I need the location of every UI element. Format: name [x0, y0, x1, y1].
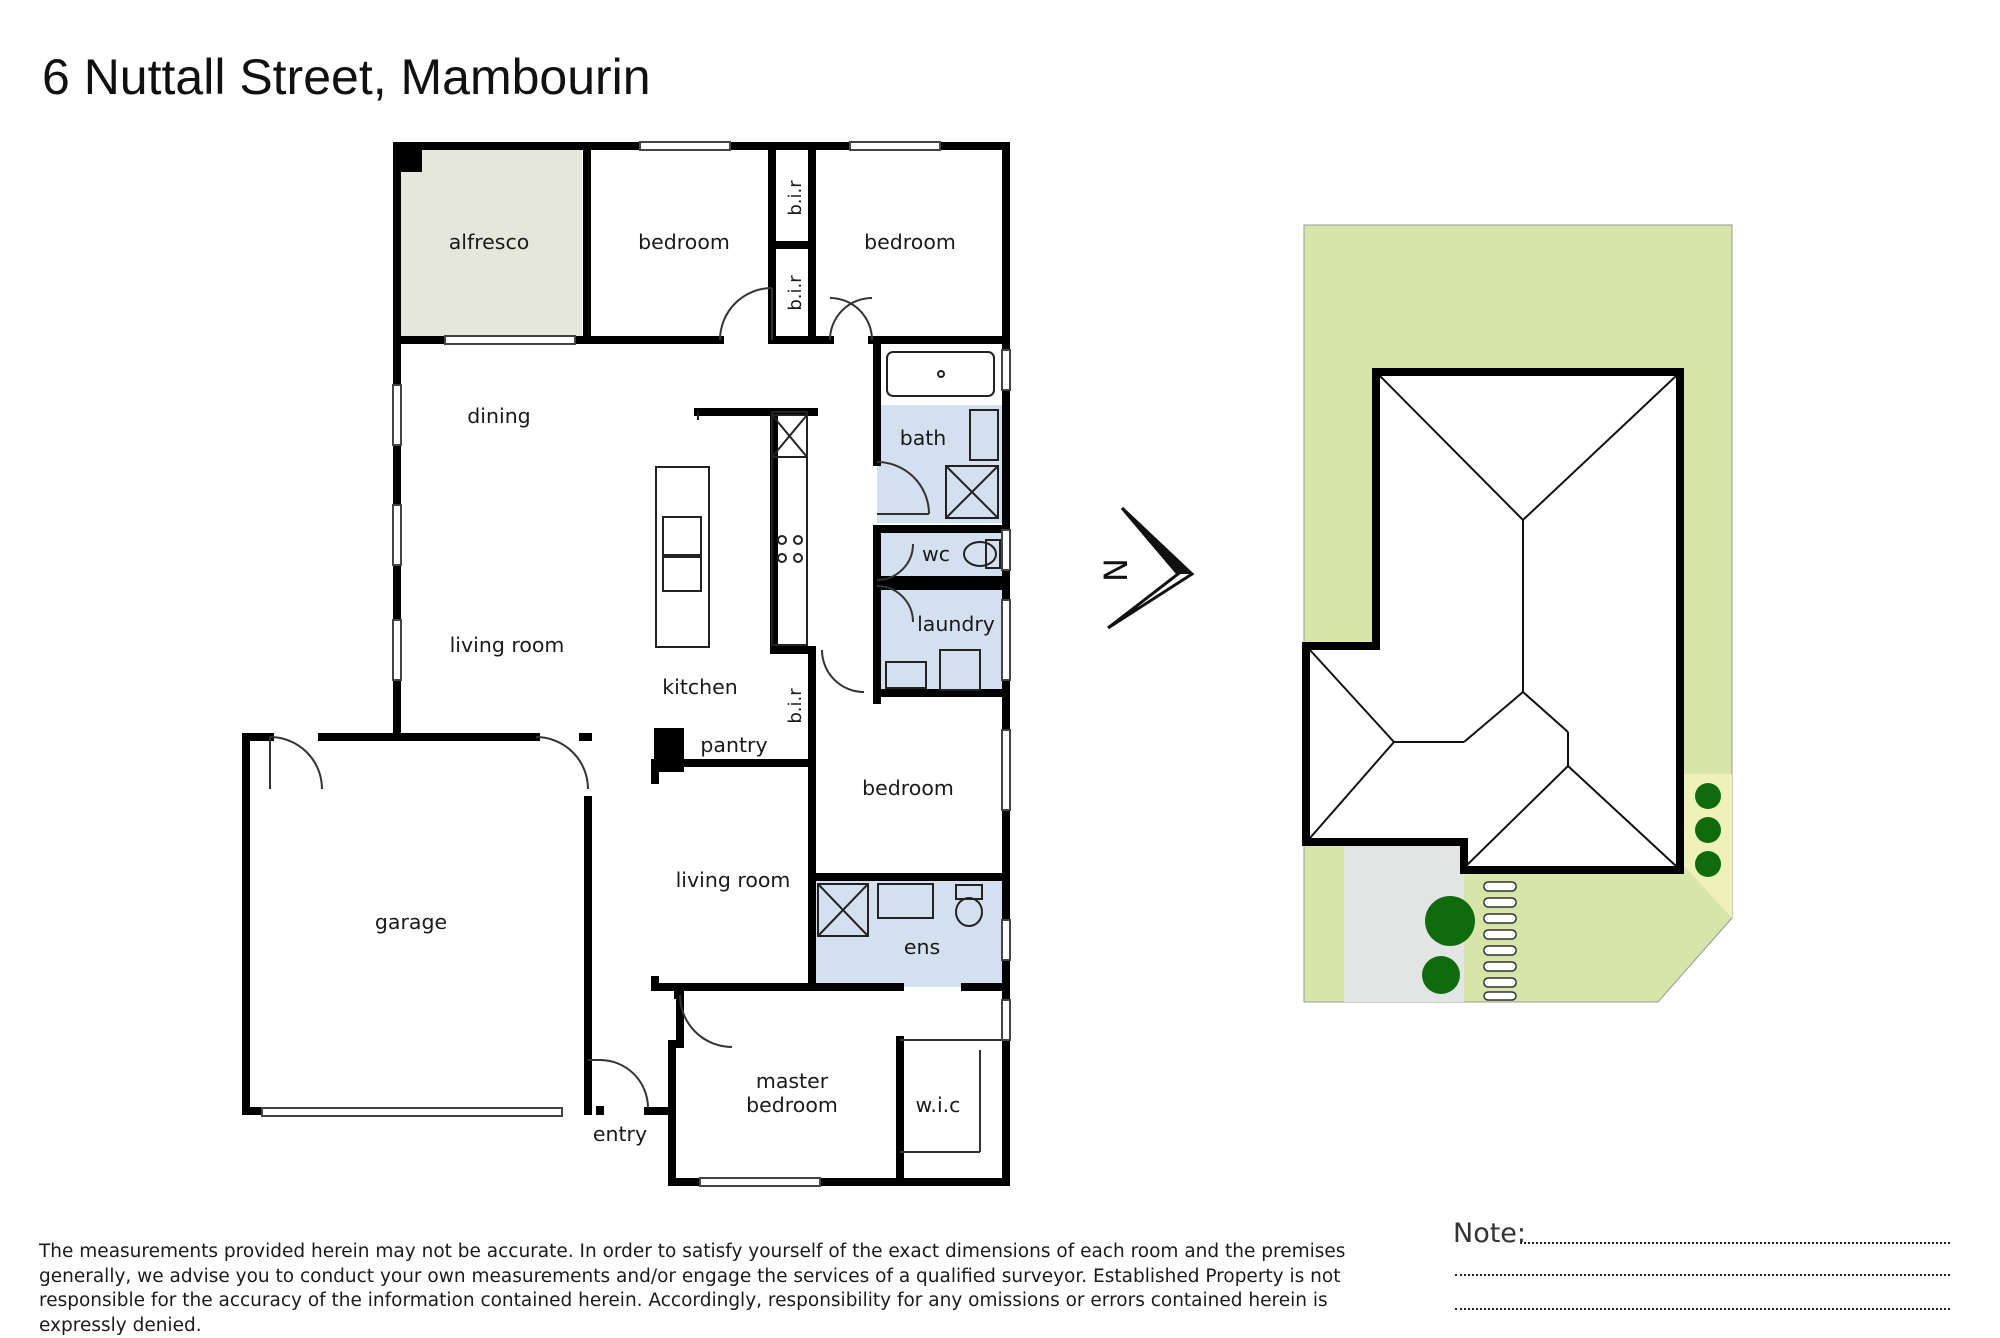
- compass-north-label: N: [1097, 558, 1135, 582]
- room-label-pantry: pantry: [700, 733, 767, 757]
- room-label-bir-2: b.i.r: [785, 275, 806, 311]
- room-label-master-line1: master: [756, 1069, 829, 1093]
- alfresco-post: [397, 146, 422, 172]
- note-line-1: [1520, 1242, 1950, 1244]
- ens-fill: [814, 881, 1002, 987]
- room-label-wc: wc: [922, 542, 950, 566]
- page-title: 6 Nuttall Street, Mambourin: [42, 49, 651, 105]
- room-label-bir-3: b.i.r: [785, 688, 806, 724]
- room-label-bedroom-3: bedroom: [862, 776, 954, 800]
- tree-icon: [1422, 956, 1460, 994]
- kitchen-fixtures: [655, 411, 808, 648]
- room-label-kitchen: kitchen: [662, 675, 737, 699]
- disclaimer-text: The measurements provided herein may not…: [39, 1241, 1346, 1336]
- tree-icon: [1695, 783, 1721, 809]
- tree-icon: [1425, 896, 1475, 946]
- room-label-living-room-2: living room: [676, 868, 791, 892]
- room-label-bath: bath: [900, 426, 947, 450]
- roof-lines: [1309, 375, 1677, 867]
- windows: [261, 141, 1011, 1187]
- wc-fill: [877, 529, 1002, 580]
- room-label-laundry: laundry: [917, 612, 995, 636]
- stepping-stones: [1483, 881, 1517, 1001]
- room-label-bir-1: b.i.r: [785, 180, 806, 216]
- tree-icon: [1695, 851, 1721, 877]
- note-line-3: [1455, 1308, 1950, 1310]
- alfresco-fill: [397, 146, 582, 340]
- room-label-bedroom-2: bedroom: [864, 230, 956, 254]
- tree-icon: [1695, 817, 1721, 843]
- room-label-alfresco: alfresco: [449, 230, 530, 254]
- room-label-bedroom-1: bedroom: [638, 230, 730, 254]
- pantry-block: [654, 728, 684, 772]
- wet-area-fixtures: [817, 351, 1001, 937]
- room-label-garage: garage: [375, 910, 447, 934]
- house-roof-outline: [1302, 368, 1684, 874]
- bath-fill: [877, 405, 1002, 523]
- note-line-2: [1455, 1274, 1950, 1276]
- door-swings: [269, 287, 1006, 1153]
- site-plan: [1302, 224, 1733, 1003]
- north-compass: N: [1097, 506, 1195, 630]
- room-label-entry: entry: [593, 1122, 647, 1146]
- site-yellow-strip: [1684, 774, 1732, 918]
- room-label-wic: w.i.c: [916, 1093, 961, 1117]
- note-label: Note:: [1453, 1218, 1527, 1249]
- room-label-living-room-1: living room: [450, 633, 565, 657]
- room-label-master-line2: bedroom: [746, 1093, 838, 1117]
- room-label-ens: ens: [904, 935, 940, 959]
- site-trees: [1422, 783, 1721, 994]
- room-label-dining: dining: [467, 404, 530, 428]
